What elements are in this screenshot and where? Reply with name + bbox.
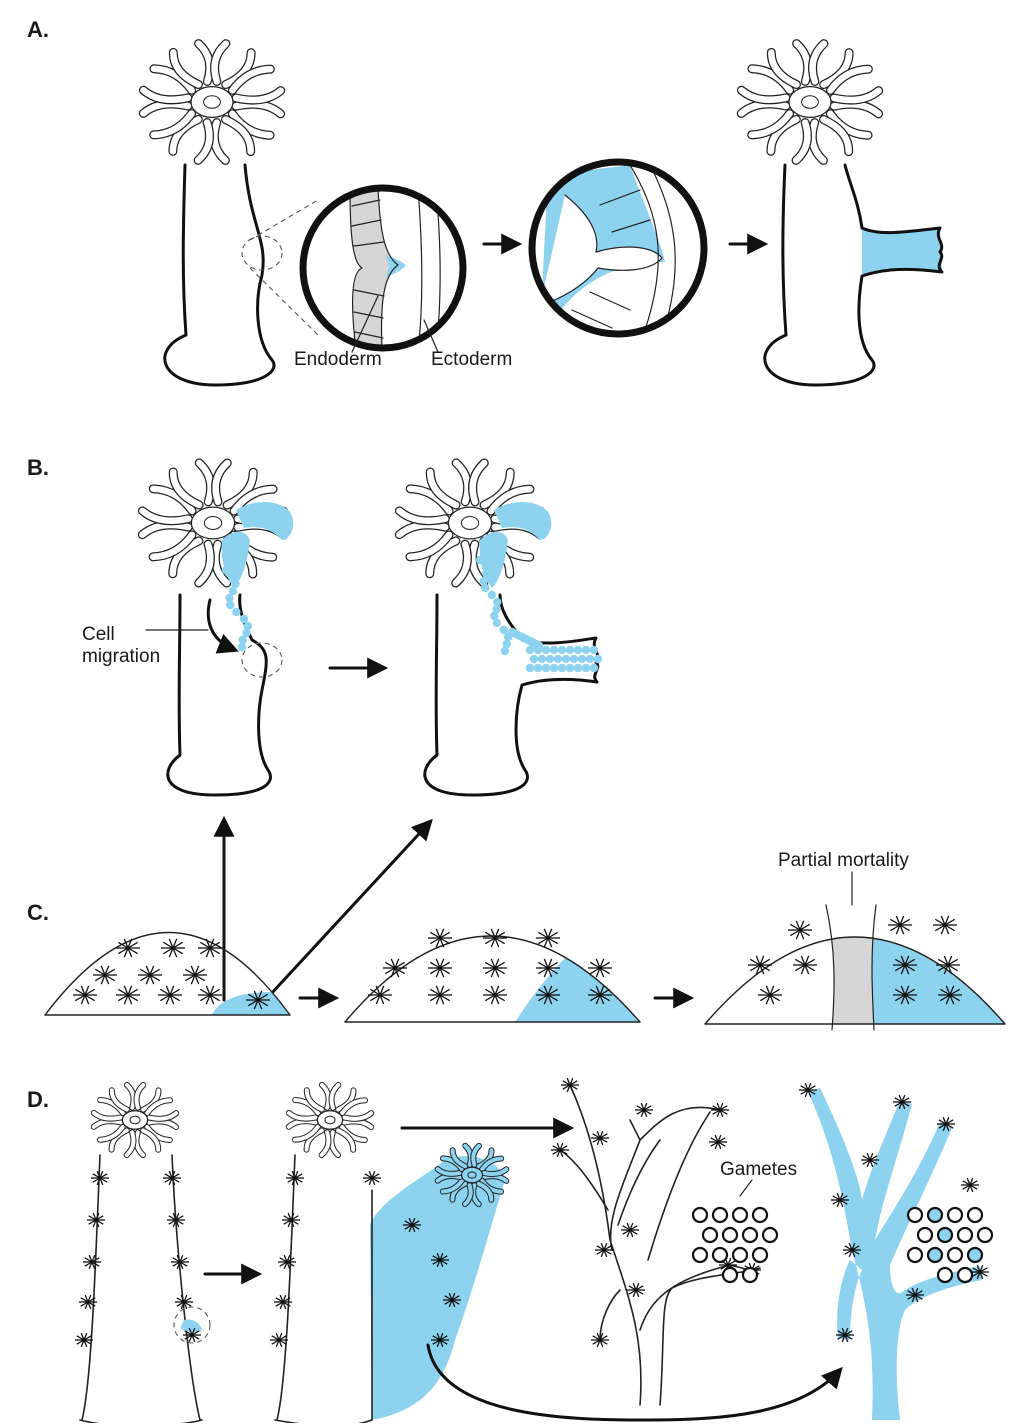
lateral-polyps — [270, 1170, 461, 1348]
bud-highlight — [862, 228, 942, 276]
ectoderm-label: Ectoderm — [431, 349, 512, 370]
panel-b: Cell migration — [82, 458, 603, 797]
panel-a-label: A. — [27, 17, 49, 42]
endoderm-label: Endoderm — [294, 349, 382, 370]
tentacle-crown — [285, 1081, 375, 1159]
panel-d: Gametes — [75, 1077, 994, 1427]
panel-d-label: D. — [27, 1087, 49, 1112]
mutant-crown — [434, 1142, 510, 1208]
mutant-branch — [370, 1156, 505, 1420]
dead-tissue-zone — [826, 937, 876, 1024]
colony-polyps — [368, 928, 612, 1005]
tentacle-crown — [138, 39, 286, 165]
tentacle-crown — [736, 39, 884, 165]
zoom-region-marker — [241, 235, 283, 271]
anemone-polyp-a2 — [736, 39, 944, 387]
partial-mortality-label: Partial mortality — [778, 850, 909, 871]
anemone-polyp-a1 — [138, 39, 319, 387]
lateral-polyps — [75, 1170, 201, 1348]
panel-a: Endoderm Ectoderm — [138, 39, 944, 387]
branching-polyp-d2 — [270, 1081, 510, 1427]
branching-polyp-d1 — [75, 1081, 211, 1427]
panel-b-label: B. — [27, 455, 49, 480]
gametes-cluster-mixed — [906, 1206, 994, 1284]
cell-migration-arrow — [206, 598, 239, 654]
arrow-c-to-b2 — [268, 818, 433, 997]
cell-migration-label-line2: migration — [82, 646, 160, 667]
tentacle-crown — [394, 458, 546, 588]
tentacle-crown — [90, 1081, 180, 1159]
living-highlighted-tissue — [872, 937, 1005, 1024]
branching-coral-d3: Gametes — [551, 1077, 797, 1406]
anemone-polyp-b2 — [394, 458, 603, 797]
mutant-lineage-tissue — [808, 1088, 982, 1420]
migrating-cells — [221, 565, 253, 652]
gametes-cluster — [691, 1206, 779, 1284]
coral-polyps — [799, 1082, 989, 1343]
panel-c-label: C. — [27, 900, 49, 925]
coral-colony-c3: Partial mortality — [704, 850, 1006, 1031]
migrated-cells — [475, 555, 603, 673]
highlighted-tentacle — [236, 501, 294, 540]
anemone-polyp-b1: Cell migration — [82, 458, 294, 797]
tissue-zoom-circle-1: Endoderm Ectoderm — [294, 184, 512, 370]
panel-c: Partial mortality — [44, 815, 1006, 1031]
coral-colony-c2 — [344, 928, 641, 1023]
branching-coral-d4 — [799, 1082, 994, 1420]
tissue-zoom-circle-2 — [528, 158, 708, 338]
cell-migration-label-line1: Cell — [82, 624, 115, 645]
colony-polyps — [748, 915, 962, 1005]
bud-site-marker — [241, 642, 283, 678]
gametes-label: Gametes — [720, 1159, 797, 1180]
mutant-polyp-marker — [173, 1306, 211, 1344]
colony-polyps — [73, 938, 270, 1010]
arrow-d3-curved — [426, 1343, 843, 1422]
coral-colony-c1 — [44, 932, 291, 1016]
